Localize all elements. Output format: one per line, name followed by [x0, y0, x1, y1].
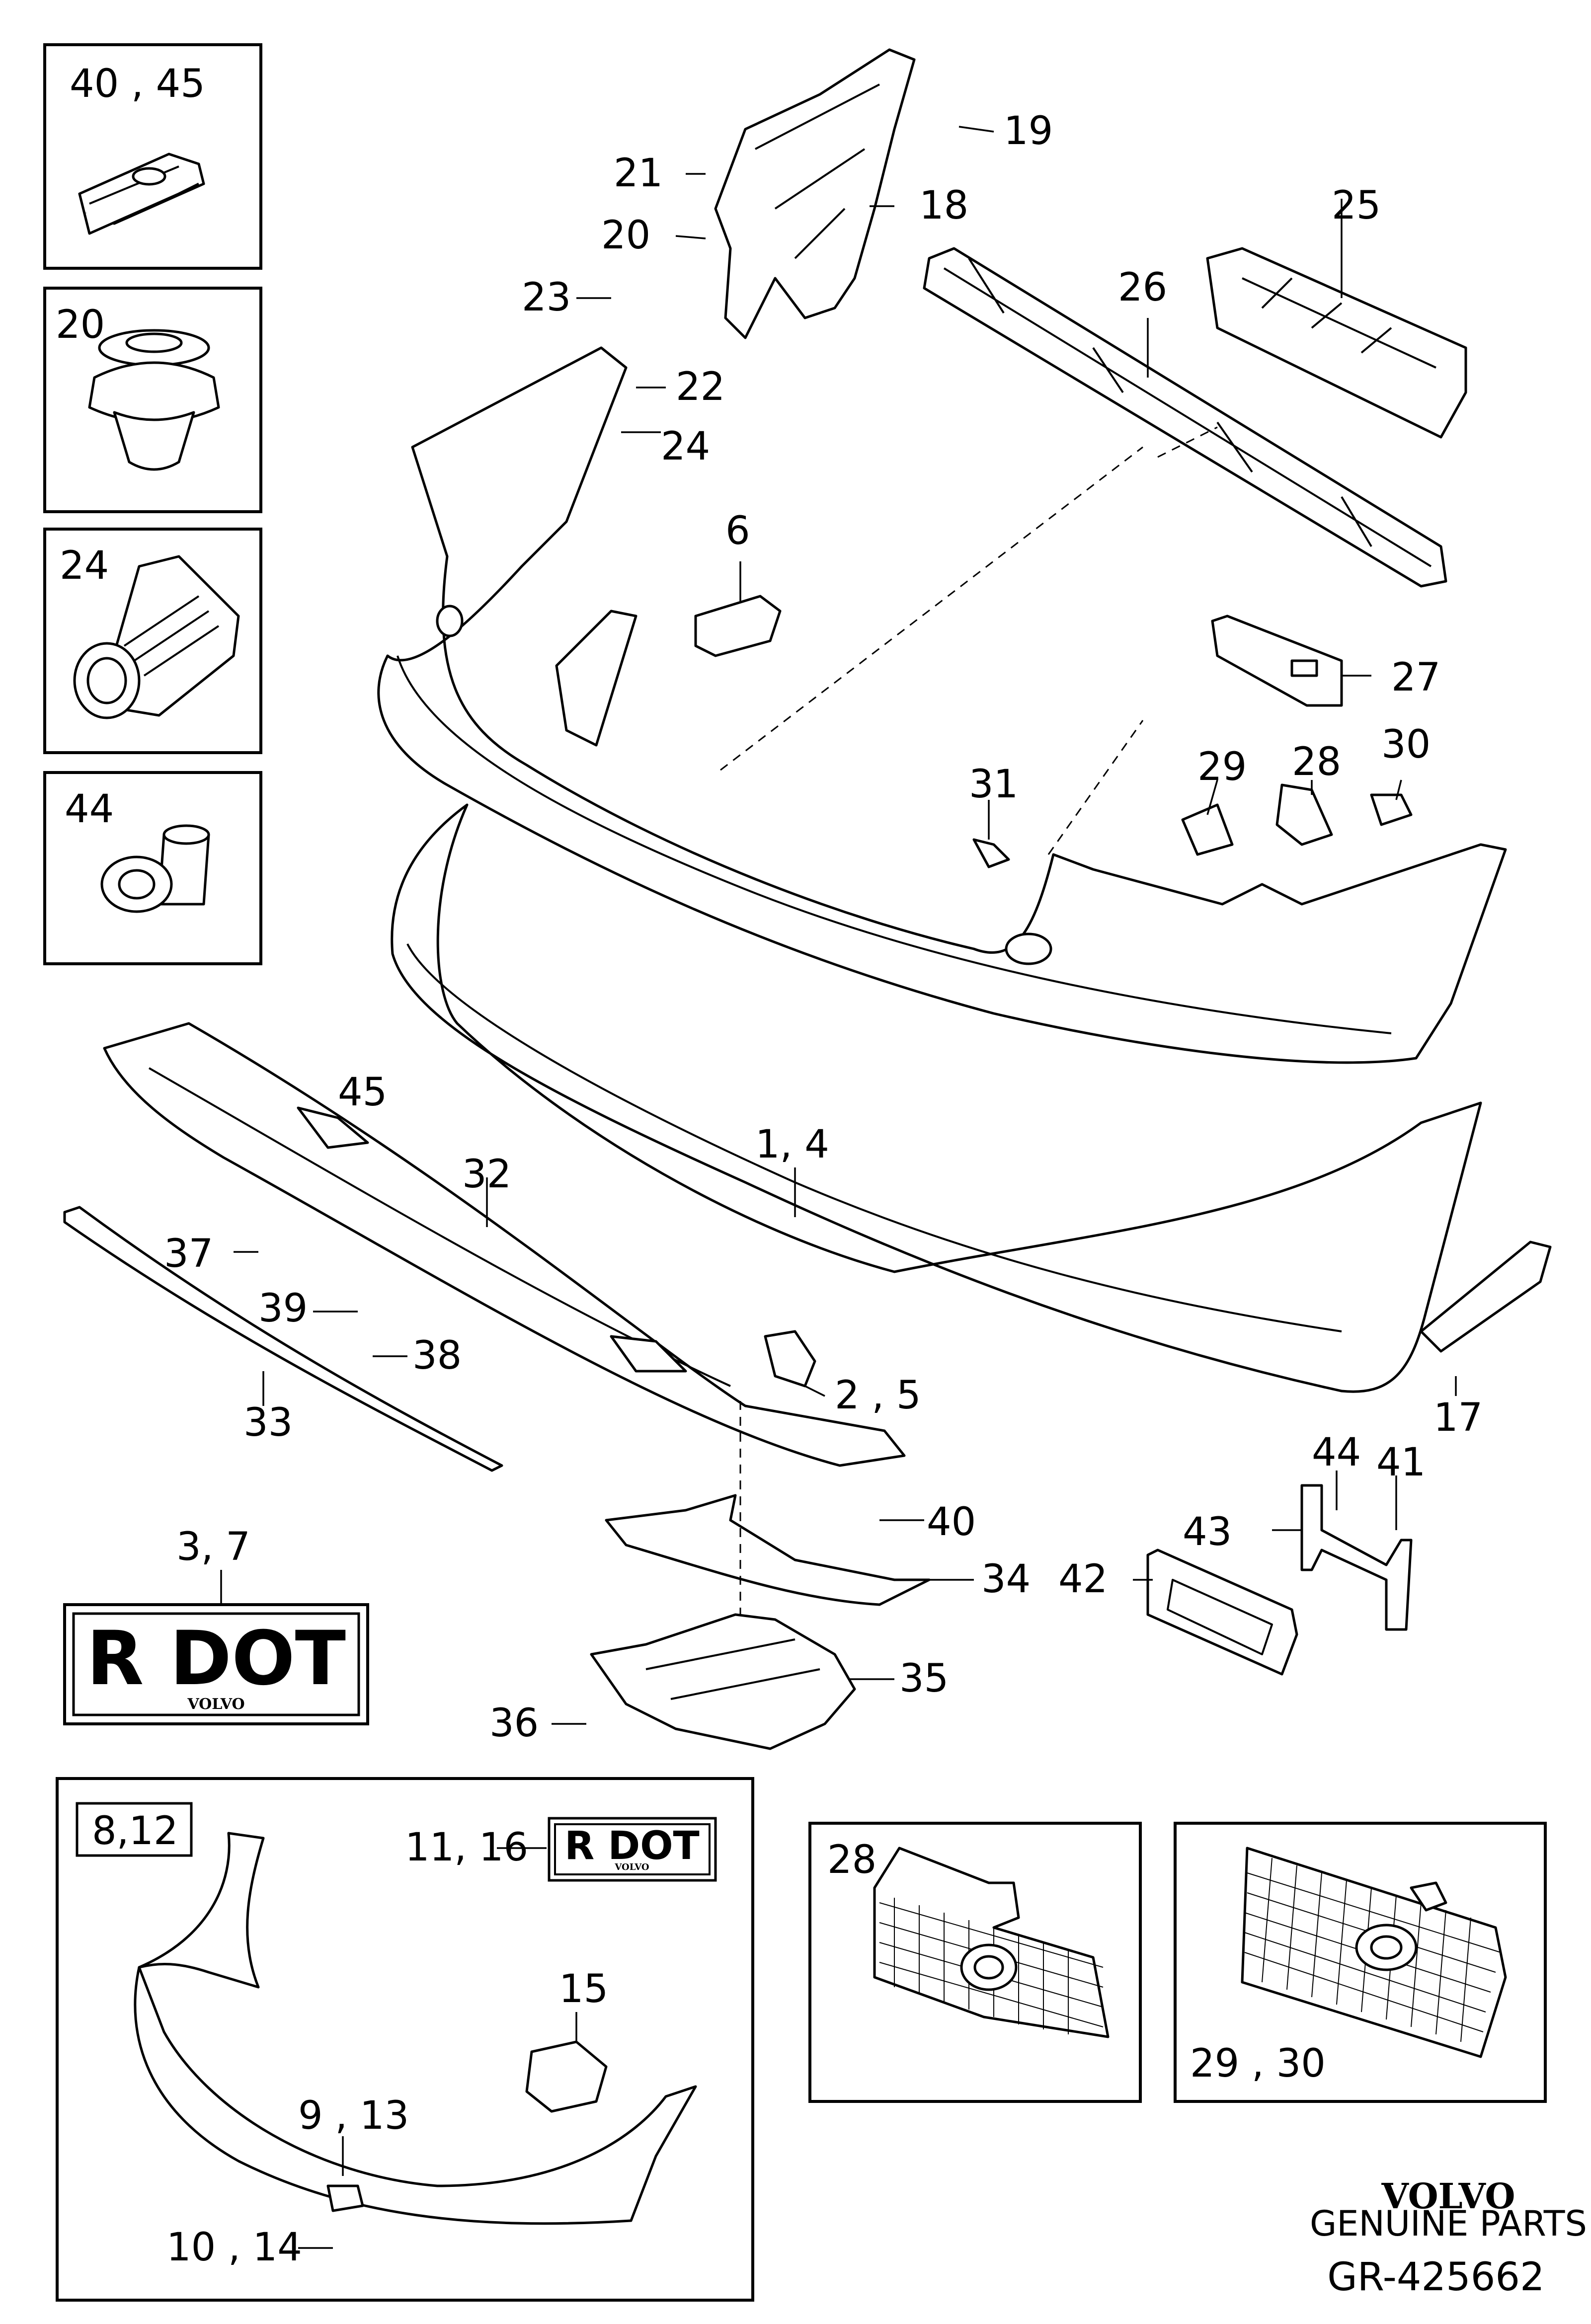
callout-9-13: 9 , 13: [298, 2093, 409, 2138]
callout-22: 22: [676, 365, 725, 409]
callout-18: 18: [919, 183, 968, 228]
side-bracket-17: [1420, 1240, 1552, 1353]
mount-bracket-27: [1211, 615, 1343, 707]
license-plate-holder-42: [1146, 1549, 1298, 1676]
inset-clip-nut: 40 , 45: [43, 43, 262, 270]
callout-3-7: 3, 7: [176, 1525, 250, 1569]
callout-30: 30: [1381, 722, 1431, 767]
small-parts-29-28-30-31: [972, 783, 1413, 868]
reinforcement-25: [1206, 247, 1467, 439]
callout-40: 40: [927, 1500, 976, 1545]
callout-19: 19: [1004, 109, 1053, 154]
callout-21: 21: [614, 151, 663, 196]
callout-29: 29: [1197, 745, 1247, 789]
callout-31: 31: [969, 762, 1018, 807]
bumper-fascia-upper: [377, 346, 1507, 1064]
callout-1-4: 1, 4: [755, 1122, 829, 1167]
variant-rdot-text: R DOT: [564, 1824, 699, 1868]
callout-37: 37: [164, 1232, 213, 1276]
callout-20: 20: [601, 213, 650, 258]
diffuser-32: [103, 1022, 906, 1467]
footer-brand: VOLVO: [1381, 2175, 1515, 2217]
trim-strip-33: [63, 1206, 503, 1472]
inset-push-clip: 20: [43, 287, 262, 513]
callout-45: 45: [338, 1070, 387, 1115]
callout-26: 26: [1118, 265, 1167, 310]
callout-44: 44: [1312, 1430, 1361, 1475]
callout-2-5: 2 , 5: [835, 1373, 921, 1418]
callout-36: 36: [489, 1701, 539, 1746]
detail-29-30-label: 29 , 30: [1190, 2041, 1326, 2086]
footer: VOLVO GENUINE PARTS GR-425662: [1310, 2175, 1587, 2300]
callout-38: 38: [412, 1333, 462, 1378]
heat-shield-35: [590, 1613, 856, 1750]
variant-tag: 8,12: [92, 1809, 178, 1854]
callout-41: 41: [1376, 1440, 1426, 1485]
detail-box-28: [808, 1822, 1142, 2103]
bumper-bracket-18: [714, 48, 916, 339]
detail-28-label: 28: [827, 1838, 876, 1882]
callout-27: 27: [1391, 655, 1440, 700]
callout-10-14: 10 , 14: [166, 2225, 302, 2270]
inset-label-40-45: 40 , 45: [70, 62, 205, 106]
callout-42: 42: [1058, 1557, 1108, 1602]
inset-label-20: 20: [56, 303, 105, 347]
energy-absorber-26: [923, 247, 1447, 588]
callout-39: 39: [258, 1286, 308, 1331]
inset-spacer: 44: [43, 771, 262, 965]
callout-34: 34: [981, 1557, 1031, 1602]
footer-tagline: GENUINE PARTS: [1310, 2203, 1587, 2244]
leader-lines: [220, 126, 1457, 2249]
rdot-text: R DOT: [86, 1616, 346, 1702]
rdot-plate-3-7: R DOT VOLVO: [63, 1603, 369, 1725]
callout-43: 43: [1183, 1510, 1232, 1554]
variant-box: 8,12 R DOT VOLVO: [56, 1777, 754, 2302]
tow-bracket-34: [605, 1494, 931, 1606]
detail-box-29-30: [1174, 1822, 1547, 2103]
callout-32: 32: [462, 1152, 511, 1197]
inset-sensor: 24: [43, 528, 262, 754]
variant-rdot-brand: VOLVO: [614, 1862, 649, 1872]
rdot-brand: VOLVO: [187, 1696, 244, 1713]
callout-24: 24: [661, 424, 710, 469]
callout-25: 25: [1332, 183, 1381, 228]
tow-cover-2-5: [764, 1330, 816, 1388]
plate-bracket-41: [1300, 1484, 1413, 1631]
inset-label-24: 24: [60, 543, 109, 588]
inset-label-44: 44: [65, 787, 114, 832]
callout-28: 28: [1292, 740, 1341, 784]
bumper-fascia-lower-1-4: [391, 803, 1482, 1393]
footer-ref: GR-425662: [1327, 2255, 1544, 2300]
callout-6: 6: [725, 509, 750, 553]
callout-15: 15: [559, 1967, 608, 2012]
callout-35: 35: [899, 1656, 949, 1701]
callout-23: 23: [522, 275, 571, 320]
callout-11-16: 11, 16: [405, 1825, 528, 1870]
callout-labels: 19 21 18 20 23 22 24 25 26 6 27 29 28 30…: [164, 109, 1483, 2270]
callout-17: 17: [1433, 1395, 1483, 1440]
callout-33: 33: [243, 1400, 293, 1445]
bracket-6: [694, 595, 782, 657]
